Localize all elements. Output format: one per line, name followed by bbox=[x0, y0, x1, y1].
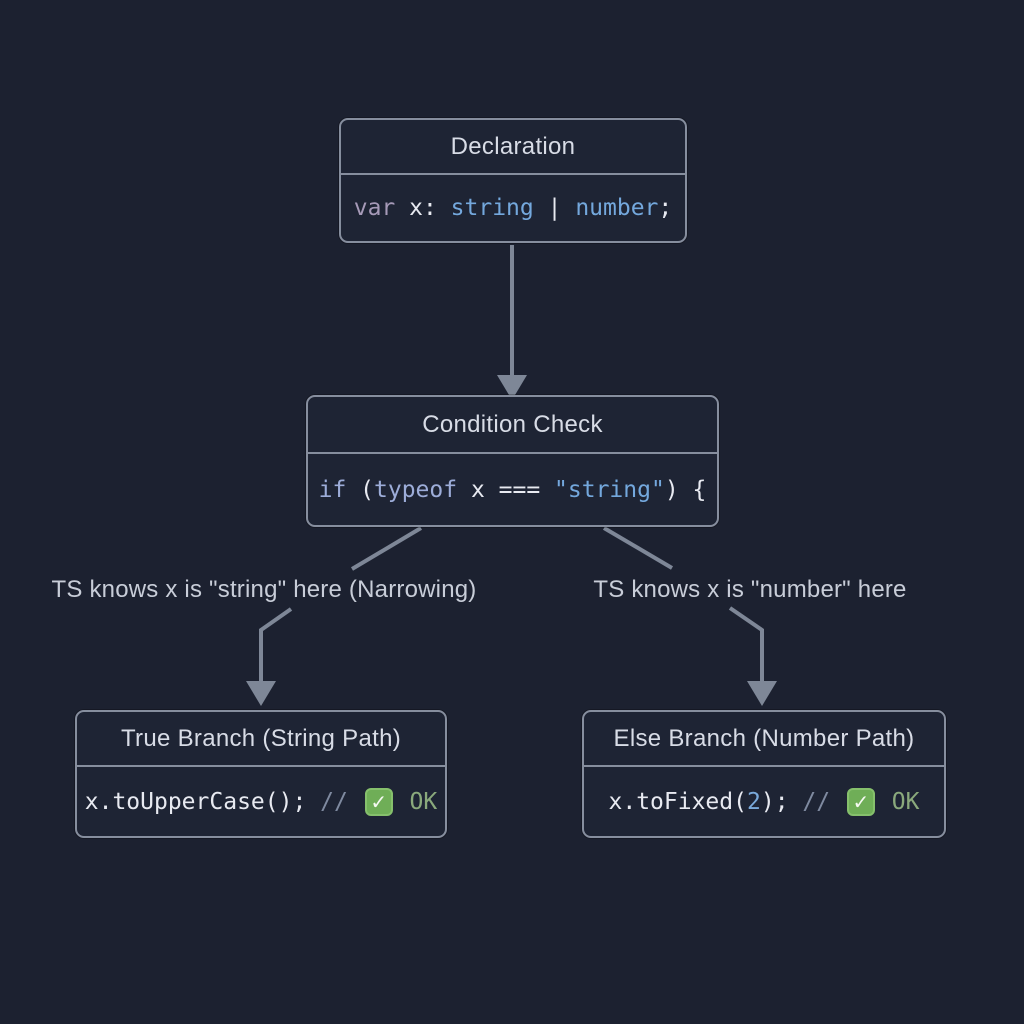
code-token-keyword: typeof bbox=[374, 476, 471, 503]
code-token-plain: ; bbox=[658, 195, 673, 221]
code-token-ok: OK bbox=[395, 788, 438, 815]
code-token-plain: x.toFixed( bbox=[608, 788, 747, 815]
code-token-type: number bbox=[575, 195, 659, 221]
code-token-number: 2 bbox=[746, 788, 761, 815]
edge-condition-to-else-branch-upper bbox=[602, 526, 674, 570]
node-declaration-title: Declaration bbox=[341, 120, 685, 175]
code-token-string: "string" bbox=[554, 476, 665, 503]
code-token-plain: | bbox=[533, 195, 576, 221]
arrowhead-to-else-branch-icon bbox=[747, 681, 777, 706]
arrowhead-to-true-branch-icon bbox=[246, 681, 276, 706]
code-token-plain: x bbox=[470, 476, 499, 503]
check-mark-icon: ✓ bbox=[364, 787, 393, 816]
code-token-comment: // bbox=[306, 788, 362, 815]
code-token-type: string bbox=[450, 195, 534, 221]
code-token-keyword: if bbox=[318, 476, 361, 503]
edge-label-string-narrowing: TS knows x is "string" here (Narrowing) bbox=[51, 576, 477, 603]
node-true-branch-code: x.toUpperCase(); // ✓ OK bbox=[77, 767, 445, 836]
node-else-branch-code: x.toFixed(2); // ✓ OK bbox=[584, 767, 944, 836]
node-condition-check-code: if (typeof x === "string") { bbox=[308, 454, 717, 525]
edge-condition-to-else-branch-lower bbox=[728, 606, 764, 683]
code-token-plain: x: bbox=[409, 195, 451, 221]
node-condition-check-title: Condition Check bbox=[308, 397, 717, 454]
code-token-plain: ); bbox=[760, 788, 789, 815]
code-token-plain: ) { bbox=[664, 476, 707, 503]
node-declaration: Declaration var x: string | number; bbox=[339, 118, 687, 243]
code-token-ok: OK bbox=[877, 788, 920, 815]
node-else-branch-title: Else Branch (Number Path) bbox=[584, 712, 944, 767]
node-declaration-code: var x: string | number; bbox=[341, 175, 685, 241]
code-token-plain: x.toUpperCase(); bbox=[84, 788, 307, 815]
edge-label-number: TS knows x is "number" here bbox=[593, 576, 907, 603]
code-token-plain: ( bbox=[360, 476, 375, 503]
check-mark-icon: ✓ bbox=[846, 787, 875, 816]
code-token-plain: === bbox=[498, 476, 555, 503]
node-condition-check: Condition Check if (typeof x === "string… bbox=[306, 395, 719, 527]
edge-condition-to-true-branch-lower bbox=[259, 607, 293, 683]
node-true-branch-title: True Branch (String Path) bbox=[77, 712, 445, 767]
code-token-var: var bbox=[353, 195, 410, 221]
code-token-comment: // bbox=[788, 788, 844, 815]
edge-condition-to-true-branch-upper bbox=[350, 526, 423, 571]
node-true-branch: True Branch (String Path) x.toUpperCase(… bbox=[75, 710, 447, 838]
node-else-branch: Else Branch (Number Path) x.toFixed(2); … bbox=[582, 710, 946, 838]
